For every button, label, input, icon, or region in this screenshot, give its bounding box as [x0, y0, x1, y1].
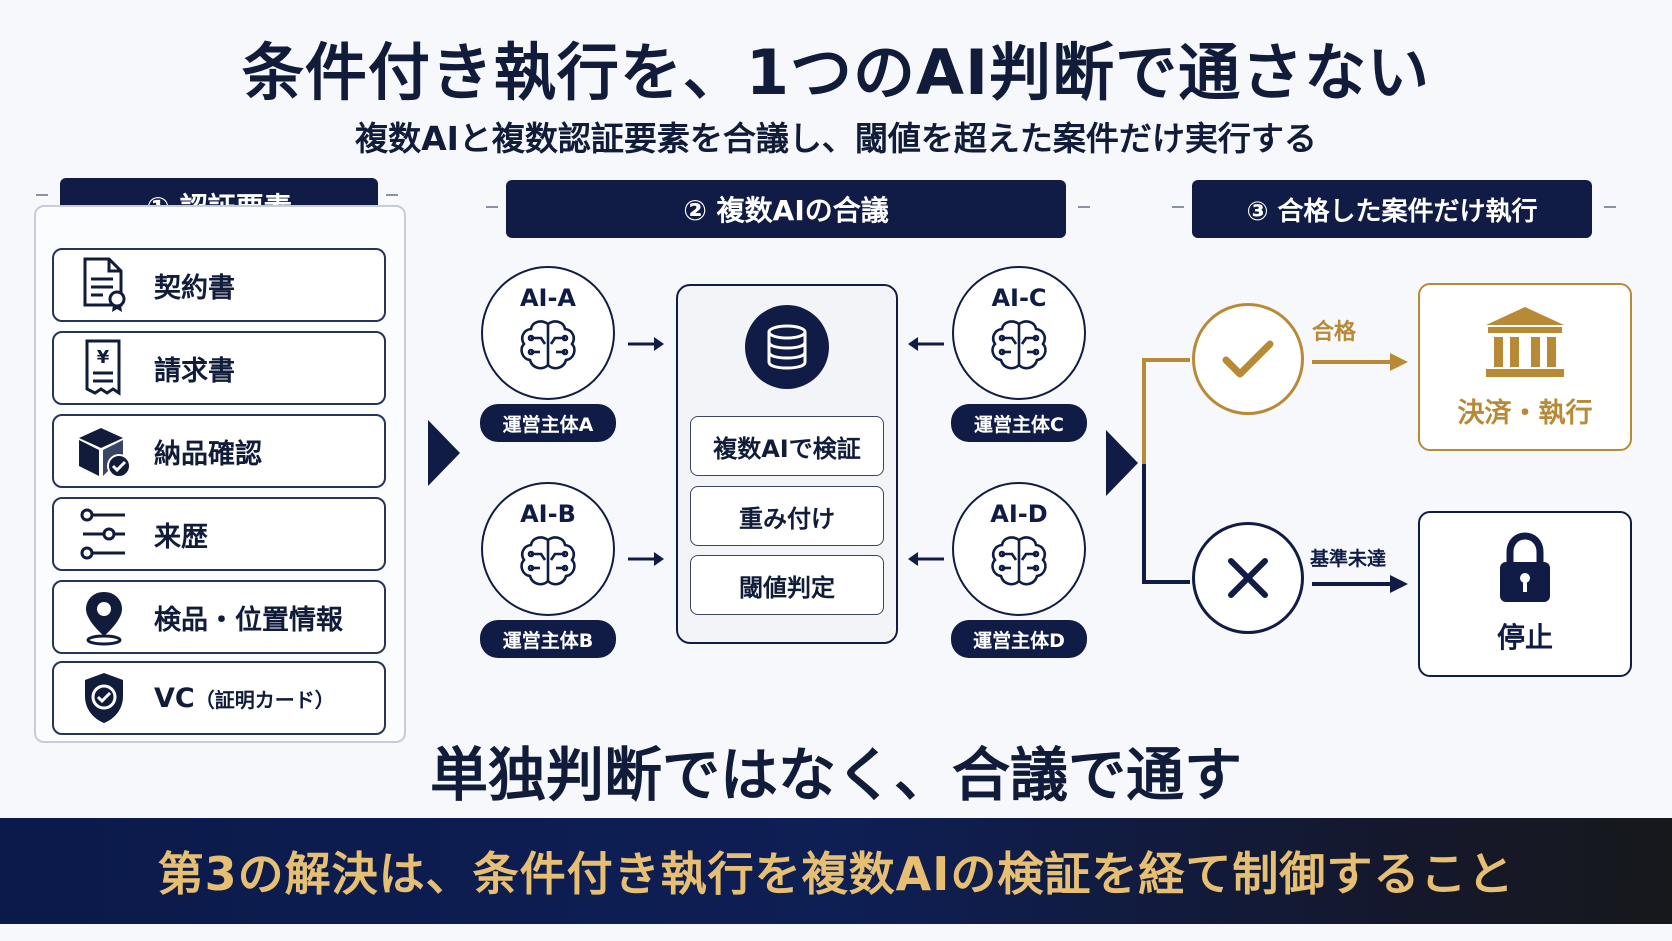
- shield-check-icon: [54, 670, 154, 726]
- bottom-banner: 第3の解決は、条件付き執行を複数AIの検証を経て制御すること: [0, 818, 1672, 924]
- auth-factor-vc: VC（証明カード）: [52, 661, 386, 735]
- flow-chevron: [1106, 430, 1138, 496]
- pass-check-circle: [1192, 303, 1304, 415]
- ai-node-b: AI-B: [481, 482, 615, 616]
- history-timeline-icon: [54, 507, 154, 561]
- divider: [1078, 206, 1090, 208]
- auth-factor-sublabel: （証明カード）: [194, 687, 335, 712]
- divider: [1604, 206, 1616, 208]
- auth-factor-label: 来歴: [154, 521, 208, 553]
- ai-node-a: AI-A: [481, 266, 615, 400]
- arrow-left-icon: [908, 337, 944, 351]
- operator-tag: 運営主体B: [480, 620, 616, 658]
- divider: [36, 194, 48, 196]
- database-icon: [745, 305, 829, 389]
- ai-node-name: AI-C: [991, 284, 1047, 312]
- consensus-step-verify: 複数AIで検証: [690, 416, 884, 476]
- arrow-right-icon: [1312, 353, 1408, 371]
- consensus-step-threshold: 閾値判定: [690, 555, 884, 615]
- brain-icon: [988, 318, 1050, 376]
- fail-label: 基準未達: [1310, 548, 1387, 570]
- bottom-banner-text: 第3の解決は、条件付き執行を複数AIの検証を経て制御すること: [157, 847, 1515, 901]
- brain-icon: [517, 318, 579, 376]
- section-header-execute: ③ 合格した案件だけ執行: [1192, 180, 1592, 238]
- divider: [486, 206, 498, 208]
- divider: [1172, 206, 1184, 208]
- operator-tag: 運営主体D: [951, 620, 1087, 658]
- lock-icon: [1500, 532, 1550, 602]
- svg-text:¥: ¥: [97, 347, 110, 368]
- cross-icon: [1228, 558, 1268, 598]
- ai-node-name: AI-B: [520, 500, 576, 528]
- location-pin-icon: [54, 588, 154, 646]
- flow-chevron: [428, 420, 460, 486]
- brain-icon: [988, 534, 1050, 592]
- pass-result-box: 決済・執行: [1418, 283, 1632, 451]
- auth-factor-invoice: ¥ 請求書: [52, 331, 386, 405]
- arrow-right-icon: [628, 337, 664, 351]
- divider: [386, 194, 398, 196]
- pass-label: 合格: [1312, 320, 1357, 345]
- operator-tag: 運営主体A: [480, 404, 616, 442]
- fail-cross-circle: [1192, 522, 1304, 634]
- pass-result-label: 決済・執行: [1457, 397, 1593, 429]
- arrow-right-icon: [628, 552, 664, 566]
- check-icon: [1222, 340, 1274, 378]
- auth-factor-history: 来歴: [52, 497, 386, 571]
- auth-factor-label: VC（証明カード）: [154, 682, 335, 714]
- auth-factor-label: 検品・位置情報: [154, 604, 343, 636]
- auth-factor-contract: 契約書: [52, 248, 386, 322]
- yen-invoice-icon: ¥: [54, 339, 154, 397]
- ai-node-c: AI-C: [952, 266, 1086, 400]
- auth-factor-label: 納品確認: [154, 438, 262, 470]
- fail-result-box: 停止: [1418, 511, 1632, 677]
- auth-factor-delivery: 納品確認: [52, 414, 386, 488]
- package-check-icon: [54, 422, 154, 480]
- arrow-left-icon: [908, 552, 944, 566]
- branch-connector: [1142, 358, 1190, 584]
- page-title: 条件付き執行を、1つのAI判断で通さない: [241, 36, 1431, 109]
- document-certificate-icon: [54, 257, 154, 313]
- bank-icon: [1486, 306, 1564, 377]
- operator-tag: 運営主体C: [951, 404, 1087, 442]
- page-subtitle: 複数AIと複数認証要素を合議し、閾値を超えた案件だけ実行する: [355, 119, 1317, 158]
- tagline: 単独判断ではなく、合議で通す: [429, 741, 1242, 809]
- ai-node-d: AI-D: [952, 482, 1086, 616]
- fail-result-label: 停止: [1496, 621, 1553, 654]
- auth-factor-location: 検品・位置情報: [52, 580, 386, 654]
- brain-icon: [517, 534, 579, 592]
- section-header-consensus: ② 複数AIの合議: [506, 180, 1066, 238]
- consensus-step-weighting: 重み付け: [690, 486, 884, 546]
- arrow-right-icon: [1312, 575, 1408, 593]
- auth-factor-label: 請求書: [154, 355, 235, 387]
- ai-node-name: AI-D: [990, 500, 1048, 528]
- auth-factor-label: 契約書: [154, 272, 235, 304]
- ai-node-name: AI-A: [519, 284, 577, 312]
